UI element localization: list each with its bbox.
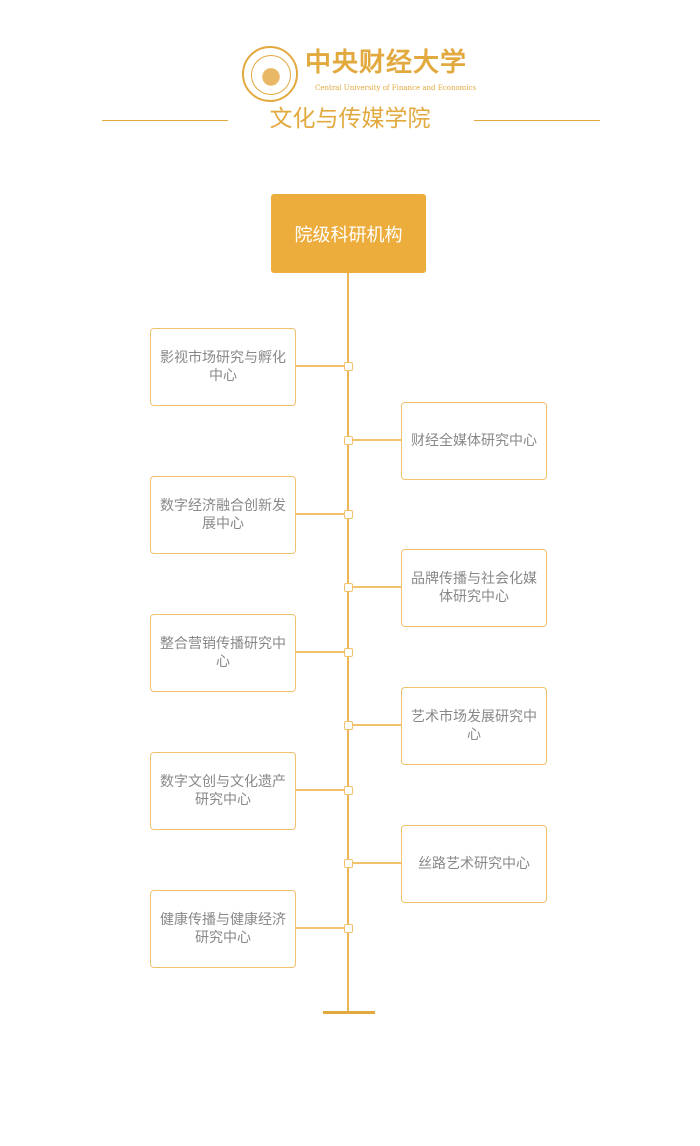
connector-node — [344, 509, 353, 519]
connector-line — [348, 724, 401, 726]
connector-line — [348, 439, 401, 441]
tree-spine — [347, 273, 349, 1013]
connector-line — [296, 651, 348, 653]
research-center-box: 丝路艺术研究中心 — [401, 825, 547, 903]
connector-node — [344, 720, 353, 730]
connector-node — [344, 582, 353, 592]
connector-node — [344, 361, 353, 371]
connector-line — [296, 927, 348, 929]
connector-node — [344, 785, 353, 795]
header-divider-right — [474, 120, 600, 121]
university-name-en: Central University of Finance and Econom… — [315, 84, 477, 92]
tree-base — [323, 1011, 375, 1014]
connector-node — [344, 923, 353, 933]
connector-line — [348, 862, 401, 864]
connector-node — [344, 858, 353, 868]
research-center-box: 品牌传播与社会化媒体研究中心 — [401, 549, 547, 627]
research-center-box: 数字文创与文化遗产研究中心 — [150, 752, 296, 830]
department-title: 文化与传媒学院 — [269, 106, 431, 132]
connector-line — [296, 789, 348, 791]
university-name: 中央财经大学 — [305, 48, 468, 78]
connector-line — [348, 586, 401, 588]
connector-line — [296, 513, 348, 515]
research-center-box: 影视市场研究与孵化中心 — [150, 328, 296, 406]
research-center-box: 艺术市场发展研究中心 — [401, 687, 547, 765]
root-node: 院级科研机构 — [271, 194, 426, 273]
research-center-box: 整合营销传播研究中心 — [150, 614, 296, 692]
header-divider-left — [102, 120, 228, 121]
connector-node — [344, 647, 353, 657]
research-center-box: 数字经济融合创新发展中心 — [150, 476, 296, 554]
research-center-box: 财经全媒体研究中心 — [401, 402, 547, 480]
university-logo — [242, 46, 298, 102]
connector-node — [344, 435, 353, 445]
connector-line — [296, 365, 348, 367]
research-center-box: 健康传播与健康经济研究中心 — [150, 890, 296, 968]
